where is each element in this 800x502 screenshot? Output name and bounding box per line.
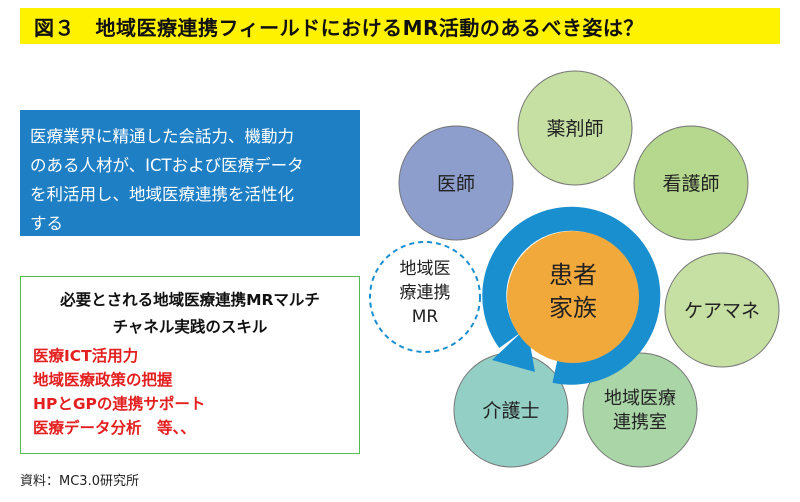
mr-label: 地域医 [400, 259, 451, 279]
figure-title: 図３ 地域医療連携フィールドにおけるMR活動のあるべき姿は？ [34, 15, 644, 40]
node-label: 看護師 [662, 173, 719, 195]
mission-line: のある人材が、ICTおよび医療データ [30, 156, 304, 175]
skills-list: 医療ICT活用力 地域医療政策の把握 HPとGPの連携サポート 医療データ分析 … [33, 344, 347, 440]
node-label: ケアマネ [684, 300, 760, 322]
node-caregiver: 介護士 [453, 352, 569, 468]
mission-line: する [30, 214, 63, 233]
mr-label: MR [412, 307, 439, 327]
node-mr: 地域医 療連携 MR [369, 241, 481, 353]
skills-box: 必要とされる地域医療連携MRマルチ チャネル実践のスキル 医療ICT活用力 地域… [20, 276, 360, 454]
skills-title-line: 必要とされる地域医療連携MRマルチ [60, 291, 320, 309]
ring-arc [482, 206, 661, 385]
node-circle [582, 352, 698, 468]
skill-item: 医療ICT活用力 [33, 347, 139, 365]
node-nurse: 看護師 [633, 125, 749, 241]
node-pharmacist: 薬剤師 [517, 70, 633, 186]
center-circle [507, 231, 639, 363]
skill-item: HPとGPの連携サポート [33, 395, 206, 413]
node-label: 地域医療 [604, 388, 676, 409]
mr-circle [369, 241, 481, 353]
title-bar: 図３ 地域医療連携フィールドにおけるMR活動のあるべき姿は？ [20, 8, 780, 44]
node-label: 介護士 [482, 400, 539, 422]
skill-item: 医療データ分析 等、、 [33, 419, 196, 437]
mission-line: 医療業界に精通した会話力、機動力 [30, 127, 294, 146]
mr-label: 療連携 [400, 283, 451, 303]
node-circle [398, 125, 514, 241]
node-regional-office: 地域医療 連携室 [582, 352, 698, 468]
node-doctor: 医師 [398, 125, 514, 241]
center-label: 家族 [549, 294, 597, 322]
mission-line: を利活用し、地域医療連携を活性化 [30, 185, 294, 204]
node-label: 連携室 [613, 412, 667, 433]
node-circle [517, 70, 633, 186]
node-circle [633, 125, 749, 241]
node-circle [664, 252, 780, 368]
node-care-manager: ケアマネ [664, 252, 780, 368]
source-note: 資料：MC3.0研究所 [20, 474, 139, 489]
node-label: 薬剤師 [546, 118, 603, 140]
skills-title: 必要とされる地域医療連携MRマルチ チャネル実践のスキル [33, 287, 347, 341]
center-label: 患者 [549, 261, 597, 289]
skill-item: 地域医療政策の把握 [33, 371, 173, 389]
skills-title-line: チャネル実践のスキル [112, 318, 268, 336]
center-node: 患者 家族 [507, 231, 639, 363]
mission-box: 医療業界に精通した会話力、機動力 のある人材が、ICTおよび医療データ を利活用… [20, 110, 360, 236]
node-label: 医師 [437, 173, 475, 195]
